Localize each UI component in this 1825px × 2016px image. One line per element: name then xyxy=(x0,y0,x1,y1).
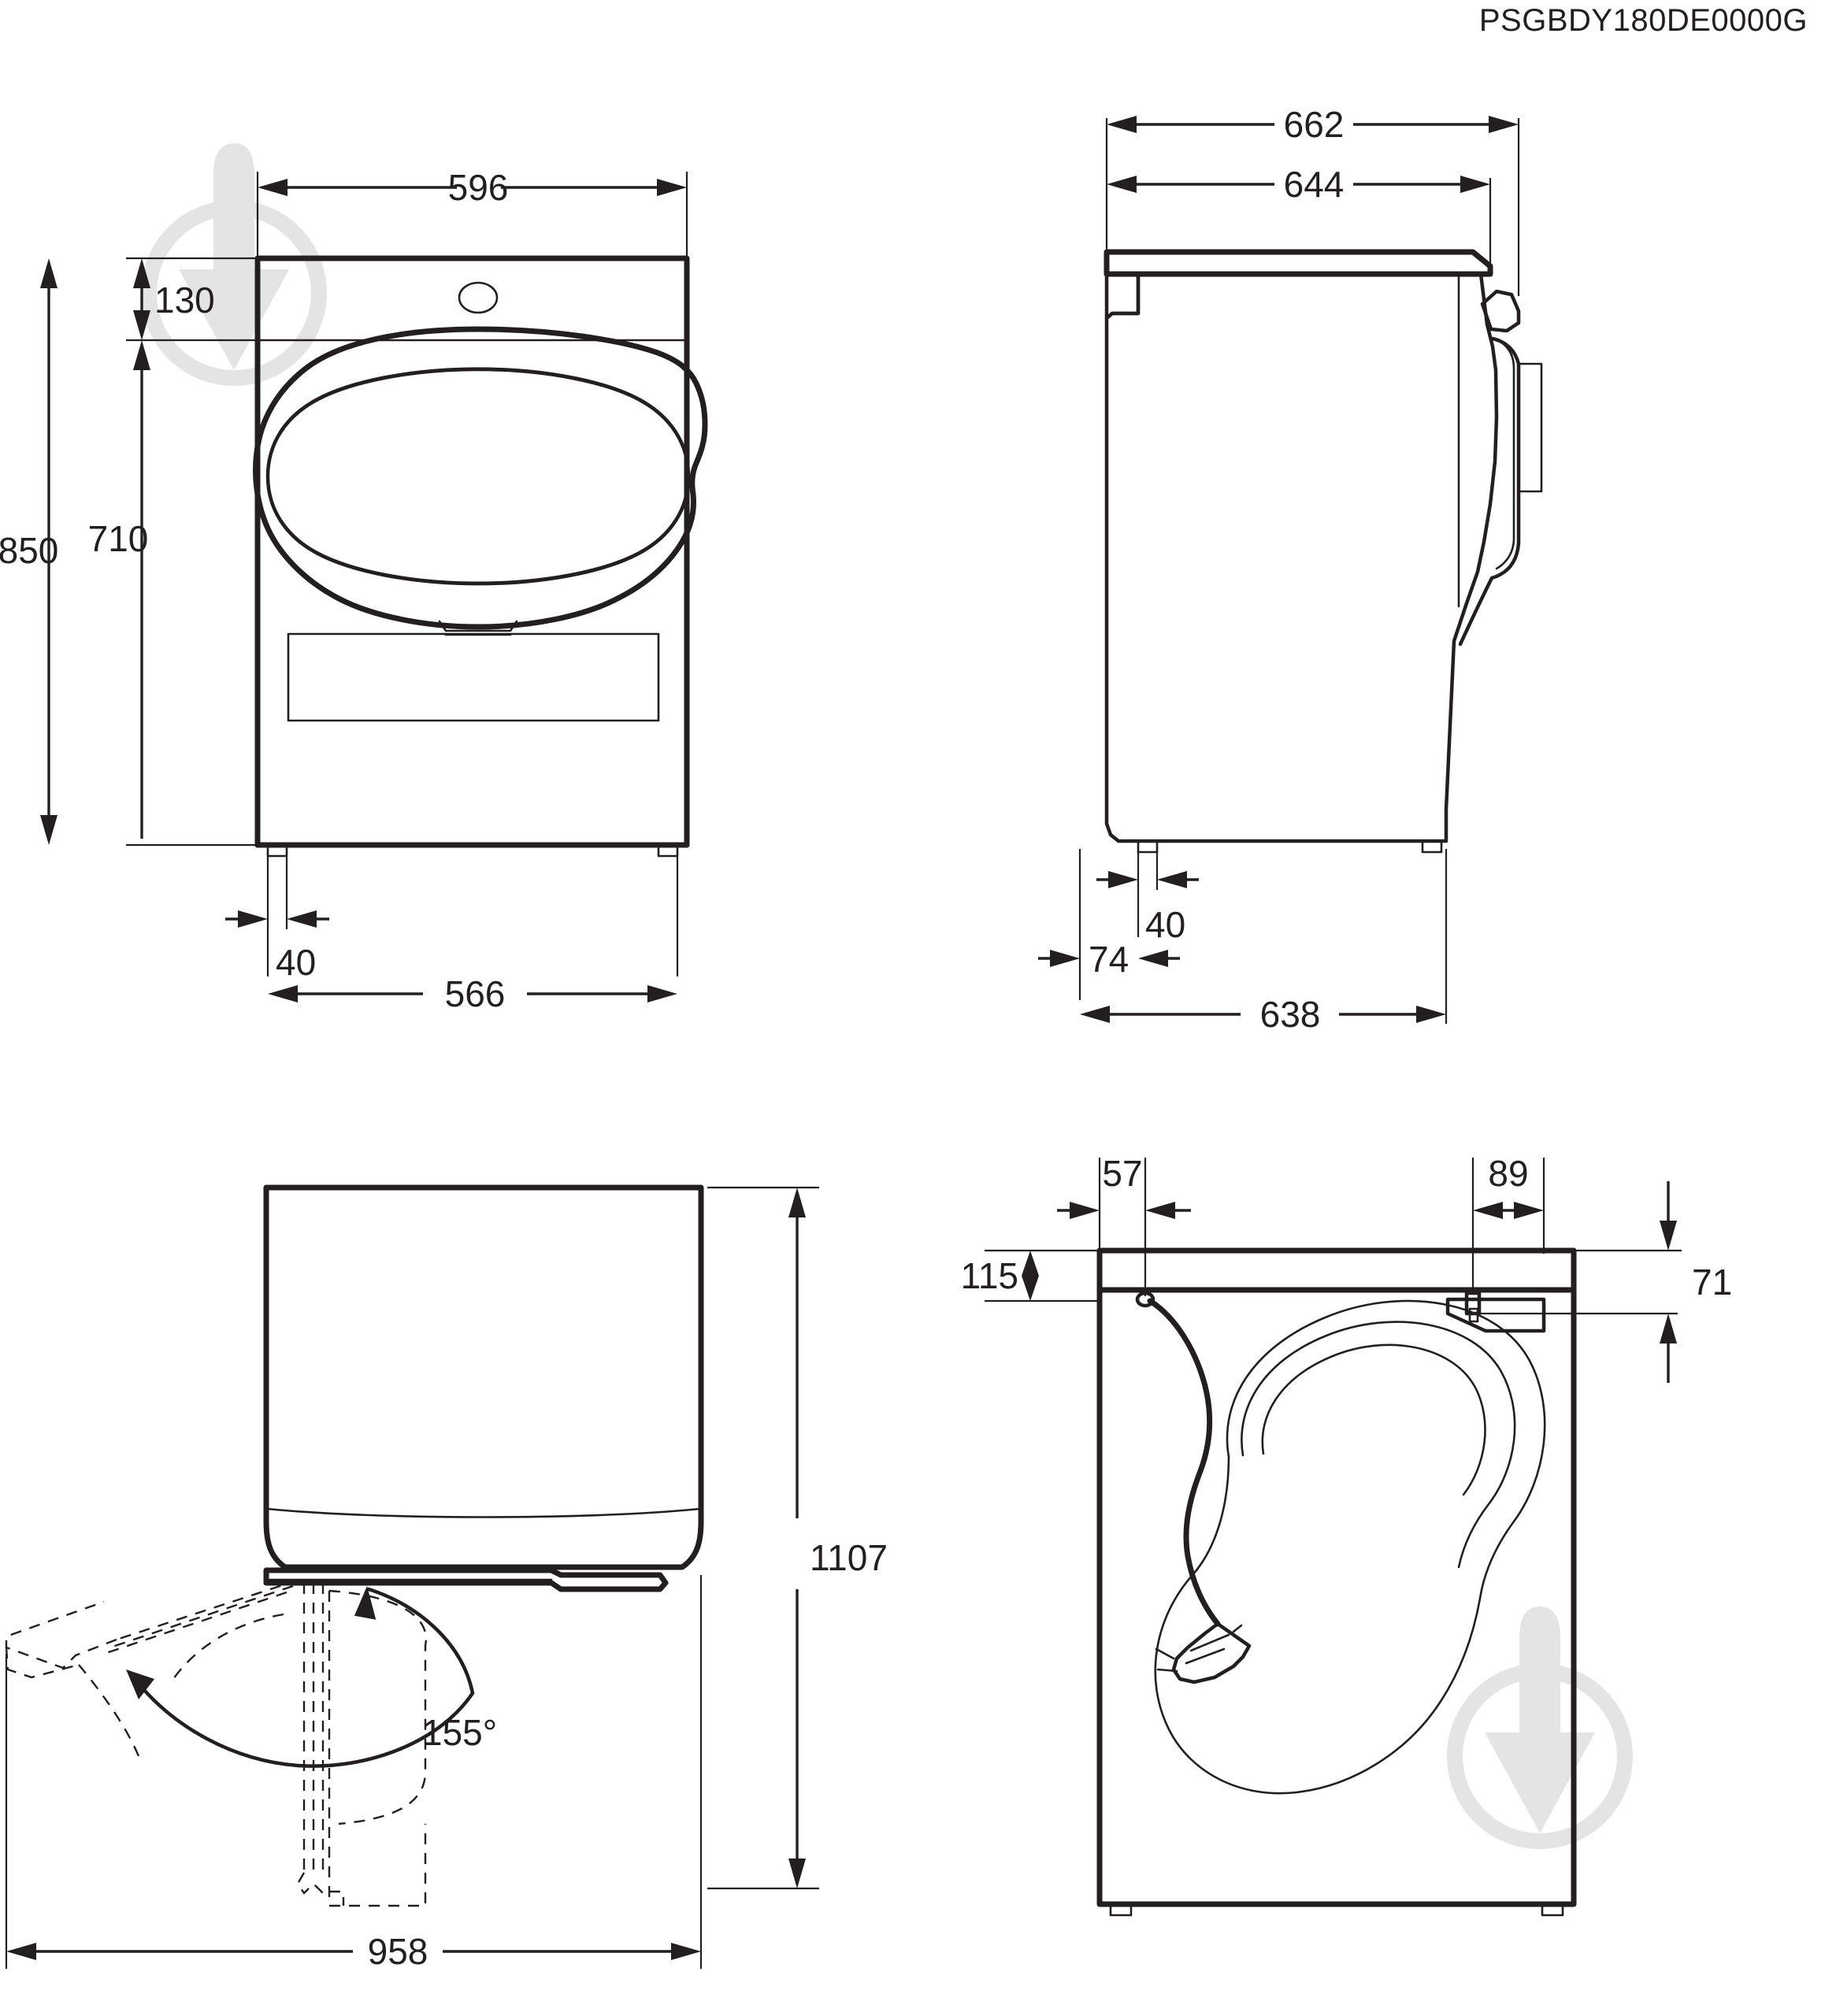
dim-850: 850 xyxy=(0,258,58,845)
dim-710-label: 710 xyxy=(88,518,149,559)
dim-1107-label: 1107 xyxy=(810,1537,888,1578)
dim-115-label: 115 xyxy=(961,1255,1018,1296)
front-view-filter-drawer xyxy=(287,632,660,722)
rear-view-feet xyxy=(1109,1903,1564,1917)
dim-74: 74 xyxy=(1038,849,1180,1000)
dim-662: 662 xyxy=(1105,104,1520,296)
front-view-body xyxy=(254,255,690,848)
rear-view-power-cord xyxy=(1135,1291,1252,1684)
top-view-cabinet xyxy=(263,1184,704,1570)
dim-71: 71 xyxy=(1575,1181,1732,1383)
dim-57: 57 xyxy=(1057,1153,1191,1296)
dim-71-label: 71 xyxy=(1692,1262,1732,1303)
top-view-angle-arc: 155° xyxy=(126,1586,497,1768)
dim-662-label: 662 xyxy=(1284,104,1345,145)
dim-40-front-label: 40 xyxy=(276,942,316,983)
dim-638-label: 638 xyxy=(1260,994,1321,1035)
dim-850-label: 850 xyxy=(0,530,58,571)
top-view-door-90deg xyxy=(172,1589,428,1907)
dim-115: 115 xyxy=(961,1249,1101,1303)
dim-74-label: 74 xyxy=(1089,939,1129,980)
dim-155-label: 155° xyxy=(422,1712,497,1753)
top-view-door-open: 155° 1107 958 xyxy=(5,1184,888,1972)
dim-958: 958 xyxy=(5,1575,703,1972)
top-view-door-closed xyxy=(263,1567,669,1592)
rear-view-body xyxy=(1096,1247,1577,1907)
control-knob-icon xyxy=(458,281,499,314)
rear-view-drum-outline xyxy=(1154,1299,1546,1795)
side-view-body xyxy=(1104,249,1543,843)
dim-57-label: 57 xyxy=(1102,1153,1142,1194)
dim-130-label: 130 xyxy=(154,280,215,321)
dim-89: 89 xyxy=(1471,1153,1545,1295)
side-view-feet xyxy=(1137,839,1443,854)
top-view-hinge-axis xyxy=(296,1583,325,1895)
dim-644: 644 xyxy=(1107,164,1492,268)
dim-89-label: 89 xyxy=(1488,1153,1528,1194)
dim-566: 566 xyxy=(268,852,679,1014)
dim-40-front: 40 xyxy=(225,852,329,983)
dim-958-label: 958 xyxy=(368,1931,428,1972)
dim-596-label: 596 xyxy=(448,167,509,208)
front-view-feet xyxy=(254,842,690,858)
watermark-bottom-right xyxy=(1455,1606,1625,1841)
rear-view-connector-box xyxy=(1445,1291,1678,1333)
dim-710: 710 xyxy=(88,340,260,847)
dim-40-side-label: 40 xyxy=(1145,904,1185,945)
top-view-door-155deg xyxy=(5,1578,300,1757)
dim-40-side: 40 xyxy=(1096,849,1199,945)
front-view: 596 130 710 xyxy=(0,167,708,1014)
dim-1107: 1107 xyxy=(707,1186,888,1890)
front-view-door xyxy=(253,326,708,636)
dim-130: 130 xyxy=(126,257,260,342)
drawing-code-label: PSGBDY180DE0000G xyxy=(1478,3,1808,38)
dim-638: 638 xyxy=(1080,849,1448,1035)
dim-596: 596 xyxy=(256,167,688,260)
rear-view: 57 89 115 xyxy=(961,1153,1732,1917)
side-view: 662 644 40 xyxy=(1038,104,1543,1035)
dim-644-label: 644 xyxy=(1284,164,1345,205)
dim-566-label: 566 xyxy=(445,973,506,1014)
